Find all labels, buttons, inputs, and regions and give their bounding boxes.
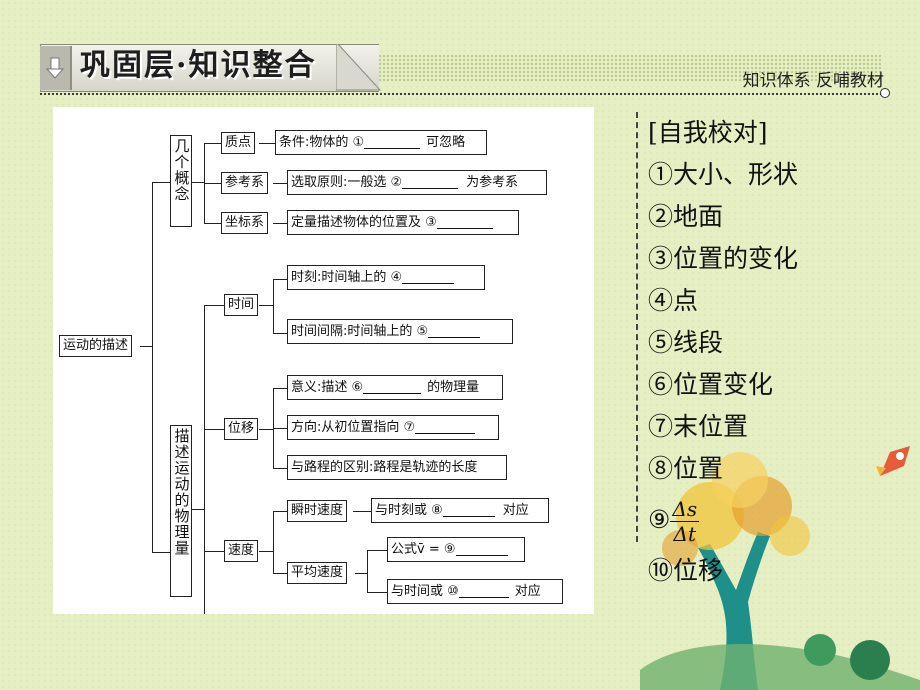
velocity-type-node: 平均速度: [287, 562, 348, 584]
velocity-item: 公式v̄ = ⑨: [387, 537, 525, 562]
answer-item: ⑩位移: [648, 556, 724, 585]
header-dot-band: [378, 54, 882, 82]
divider-end-marker: [880, 88, 890, 98]
answer-list: [自我校对] ①大小、形状 ②地面 ③位置的变化 ④点 ⑤线段 ⑥位置变化 ⑦末…: [648, 112, 798, 592]
group-quantities: 描述运动的物理量: [170, 425, 192, 597]
answer-item: ⑦末位置: [648, 412, 749, 441]
answer-item: ④点: [648, 286, 699, 315]
displacement-item: 与路程的区别:路程是轨迹的长度: [287, 455, 507, 480]
concept-detail: 定量描述物体的位置及 ③: [287, 210, 519, 235]
answer-item: ⑤线段: [648, 328, 724, 357]
concept-node: 质点: [221, 132, 256, 154]
root-node: 运动的描述: [59, 335, 133, 357]
answer-item: ①大小、形状: [648, 160, 799, 189]
section-subtitle: 知识体系 反哺教材: [742, 71, 884, 91]
download-icon: [40, 46, 72, 90]
time-item: 时刻:时间轴上的 ④: [287, 265, 485, 290]
answer-item: ⑥位置变化: [648, 370, 774, 399]
header-divider: [40, 93, 882, 95]
rocket-icon: [876, 446, 910, 476]
header-banner-slant: [336, 44, 382, 91]
answer-item: ⑧位置: [648, 454, 724, 483]
quantity-node: 时间: [224, 294, 259, 316]
group-concepts: 几个概念: [170, 135, 192, 227]
concept-node: 坐标系: [221, 212, 269, 234]
answer-divider: [636, 112, 638, 542]
quantity-node: 位移: [224, 418, 259, 440]
concept-node: 参考系: [221, 172, 269, 194]
tree-illustration: [640, 452, 920, 690]
displacement-item: 方向:从初位置指向 ⑦: [287, 415, 499, 440]
velocity-type-node: 瞬时速度: [287, 500, 348, 522]
time-item: 时间间隔:时间轴上的 ⑤: [287, 319, 513, 344]
answer-item: ③位置的变化: [648, 244, 799, 273]
quantity-node: 速度: [224, 540, 259, 562]
answer-heading: [自我校对]: [648, 118, 768, 147]
section-title: 巩固层·知识整合: [80, 48, 317, 83]
answer-item: ②地面: [648, 202, 724, 231]
header-banner: [40, 44, 379, 92]
